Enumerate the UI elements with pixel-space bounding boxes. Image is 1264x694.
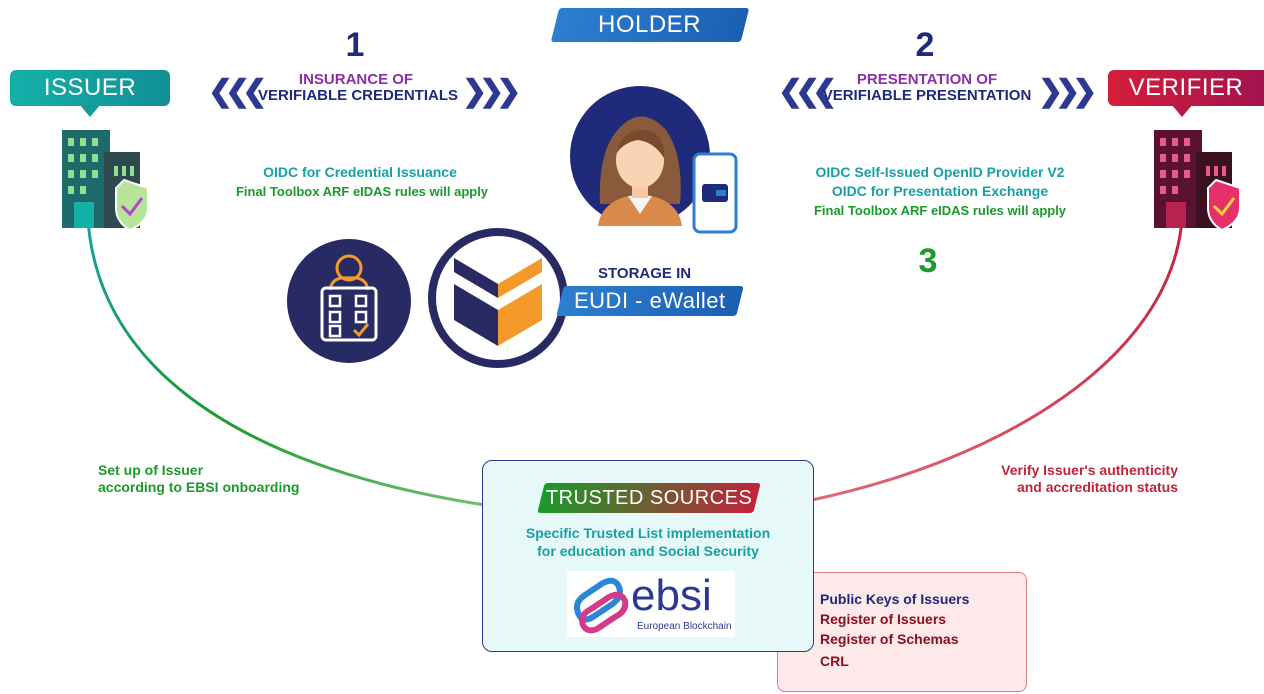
step-1-detail-2: Final Toolbox ARF eIDAS rules will apply (235, 184, 489, 199)
credential-checklist-icon (287, 239, 411, 363)
verifier-arc (811, 219, 1184, 502)
registry-item-crl: CRL (820, 653, 849, 669)
registry-item-issuers: Register of Issuers (820, 611, 947, 627)
verifier-label: VERIFIER (1128, 74, 1244, 101)
step-2-number: 2 (915, 26, 935, 64)
trusted-sources-box: TRUSTED SOURCES Specific Trusted List im… (482, 460, 814, 652)
step-2-detail-2: OIDC for Presentation Exchange (831, 183, 1049, 199)
issuer-banner: ISSUER (10, 70, 170, 106)
step-1-number: 1 (345, 26, 365, 64)
registry-item-public-keys: Public Keys of Issuers (820, 591, 970, 607)
step-2-detail-1: OIDC Self-Issued OpenID Provider V2 (815, 164, 1065, 180)
ebsi-mark-icon (574, 577, 629, 634)
storage-label: STORAGE IN (598, 265, 692, 282)
holder-avatar-icon (570, 86, 738, 234)
step-2-right-chevrons: ❯❯❯ (1038, 75, 1097, 108)
eudi-wallet-icon (428, 228, 568, 368)
step-2-title: PRESENTATION OF VERIFIABLE PRESENTATION (822, 72, 1032, 104)
eudi-wallet-banner: EUDI - eWallet (556, 286, 744, 316)
step-2-title-line2: VERIFIABLE PRESENTATION (822, 87, 1032, 104)
issuer-building-icon (62, 130, 149, 232)
step-1-title-line1: INSURANCE OF (298, 71, 414, 88)
issuer-banner-pointer (80, 105, 100, 117)
step-2-detail-3: Final Toolbox ARF eIDAS rules will apply (813, 203, 1067, 218)
verifier-banner: VERIFIER (1108, 70, 1264, 106)
trusted-sources-line-1: Specific Trusted List implementation (525, 525, 771, 541)
verifier-note-line-2: and accreditation status (1016, 479, 1178, 495)
verifier-banner-pointer (1172, 105, 1192, 117)
trusted-sources-banner: TRUSTED SOURCES (537, 483, 761, 513)
step-2-title-line1: PRESENTATION OF (856, 71, 998, 88)
step-1-left-chevrons: ❮❮❮ (208, 75, 267, 108)
step-1-right-chevrons: ❯❯❯ (462, 75, 521, 108)
registry-box: Public Keys of Issuers Register of Issue… (777, 572, 1027, 692)
verifier-note-line-1: Verify Issuer's authenticity (1001, 462, 1178, 478)
holder-label: HOLDER (598, 11, 702, 38)
trusted-sources-title: TRUSTED SOURCES (545, 486, 753, 509)
trusted-sources-line-2: for education and Social Security (537, 543, 759, 559)
issuer-label: ISSUER (43, 74, 137, 101)
issuer-arc (86, 219, 486, 507)
eudi-wallet-label: EUDI - eWallet (574, 288, 726, 313)
issuer-note-line-2: according to EBSI onboarding (98, 479, 300, 495)
step-1-title-line2: VERIFIABLE CREDENTIALS (258, 87, 459, 104)
ebsi-tagline: European Blockchain (637, 621, 732, 632)
holder-banner: HOLDER (550, 8, 750, 42)
step-2-left-chevrons: ❮❮❮ (778, 75, 837, 108)
registry-item-schemas: Register of Schemas (820, 631, 959, 647)
step-1-title: INSURANCE OF VERIFIABLE CREDENTIALS (258, 71, 459, 104)
step-3-number: 3 (918, 242, 938, 280)
issuer-note-line-1: Set up of Issuer (98, 462, 204, 478)
ebsi-logo: ebsi European Blockchain (567, 571, 735, 637)
step-1-detail-1: OIDC for Credential Issuance (263, 164, 457, 180)
ebsi-wordmark: ebsi (631, 571, 712, 620)
verifier-building-icon (1154, 130, 1241, 232)
